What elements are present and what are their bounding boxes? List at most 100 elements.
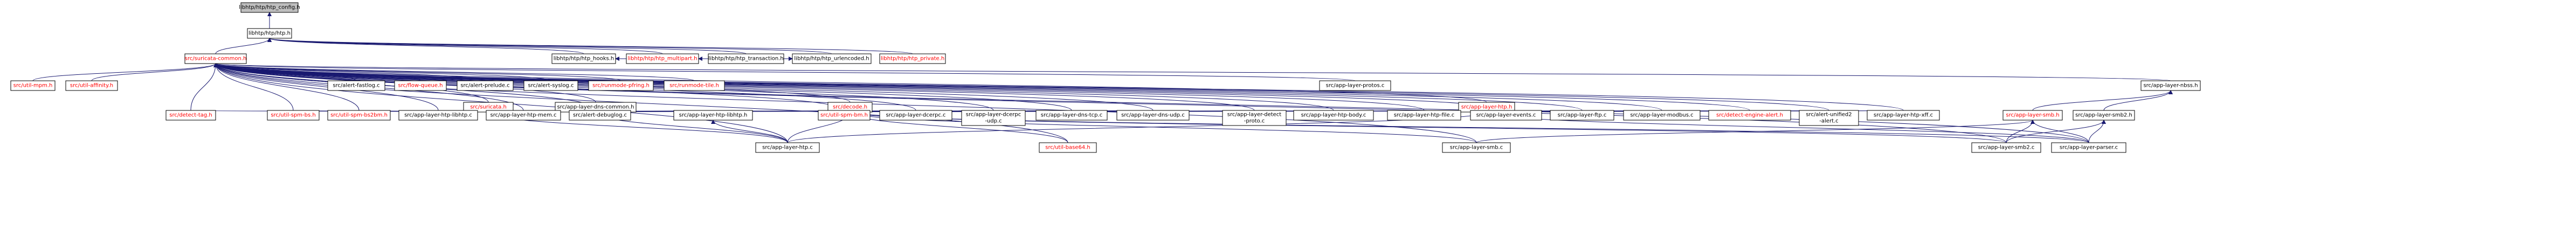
node-box: [569, 110, 631, 121]
node-label-line: -proto.c: [1244, 119, 1265, 124]
node-app-layer-smb-c[interactable]: src/app-layer-smb.c: [1442, 142, 1511, 153]
node-runmode-pfring[interactable]: src/runmode-pfring.h: [588, 80, 654, 91]
node-runmode-tile[interactable]: src/runmode-tile.h: [664, 80, 725, 91]
node-label: src/app-layer-smb.h: [2006, 113, 2059, 119]
node-app-layer-events[interactable]: src/app-layer-events.c: [1470, 110, 1542, 121]
node-label: libhtp/htp/htp_transaction.h: [708, 56, 783, 62]
node-box: [1708, 110, 1791, 121]
node-label: src/suricata-common.h: [185, 56, 247, 62]
node-app-layer-modbus[interactable]: src/app-layer-modbus.c: [1623, 110, 1701, 121]
node-app-layer-detect-proto[interactable]: src/app-layer-detect-proto.c: [1222, 110, 1287, 126]
node-box: [961, 110, 1026, 126]
node-label: src/app-layer-htp-libhtp.h: [679, 113, 748, 119]
node-util-affinity[interactable]: src/util-affinity.h: [65, 80, 118, 91]
node-box: [1550, 110, 1614, 121]
node-label: src/app-layer-dns-common.h: [557, 104, 634, 110]
node-box: [1116, 110, 1190, 121]
node-app-layer-protos[interactable]: src/app-layer-protos.c: [1319, 80, 1391, 91]
node-box: [664, 80, 725, 91]
node-label: libhtp/htp/htp_private.h: [881, 56, 944, 62]
node-app-layer-ftp[interactable]: src/app-layer-ftp.c: [1550, 110, 1614, 121]
node-app-layer-dns-udp[interactable]: src/app-layer-dns-udp.c: [1116, 110, 1190, 121]
node-label: src/app-layer-htp.h: [1461, 104, 1513, 110]
node-box: [755, 142, 820, 153]
node-app-layer-smb2[interactable]: src/app-layer-smb2.h: [2073, 110, 2135, 121]
node-alert-syslog[interactable]: src/alert-syslog.c: [523, 80, 578, 91]
node-app-layer-nbss[interactable]: src/app-layer-nbss.h: [2140, 80, 2201, 91]
node-app-layer-parser[interactable]: src/app-layer-parser.c: [2051, 142, 2126, 153]
node-app-layer-dcerpc[interactable]: src/app-layer-dcerpc.c: [879, 110, 952, 121]
node-label-line: src/alert-unified2: [1806, 112, 1852, 118]
node-app-layer-htp-xff[interactable]: src/app-layer-htp-xff.c: [1867, 110, 1940, 121]
node-app-layer-dcerpc-udp[interactable]: src/app-layer-dcerpc-udp.c: [961, 110, 1026, 126]
node-util-spm-bs[interactable]: src/util-spm-bs.h: [267, 110, 320, 121]
node-util-spm-bs2bm[interactable]: src/util-spm-bs2bm.h: [327, 110, 391, 121]
node-label: src/app-layer-ftp.c: [1558, 113, 1607, 119]
node-alert-unified2[interactable]: src/alert-unified2-alert.c: [1799, 110, 1859, 126]
node-alert-debuglog[interactable]: src/alert-debuglog.c: [569, 110, 631, 121]
edge-runmode_pfring-to-suricata_common: [213, 63, 621, 81]
node-util-base64[interactable]: src/util-base64.h: [1039, 142, 1097, 153]
node-label: src/app-layer-dcerpc.c: [886, 113, 945, 119]
edge-app_layer_htp_c-to-app_layer_htp_libhtp_h: [711, 120, 788, 143]
node-label: src/app-layer-htp-xff.c: [1874, 113, 1933, 119]
node-app-layer-htp-libhtp-h[interactable]: src/app-layer-htp-libhtp.h: [673, 110, 753, 121]
node-box: [10, 80, 56, 91]
edge-suricata_common-to-htp: [215, 38, 272, 54]
node-htp[interactable]: libhtp/htp/htp.h: [247, 28, 292, 39]
node-label: libhtp/htp/htp.h: [248, 31, 291, 37]
node-htp-multipart[interactable]: libhtp/htp/htp_multipart.h: [626, 53, 699, 64]
edge-htp_hooks-to-htp: [267, 38, 584, 54]
node-box: [327, 80, 385, 91]
edge-htp_urlencoded-to-htp: [267, 38, 832, 54]
node-box: [1442, 142, 1511, 153]
node-app-layer-smb[interactable]: src/app-layer-smb.h: [2002, 110, 2063, 121]
node-detect-tag[interactable]: src/detect-tag.h: [165, 110, 216, 121]
node-box: [1470, 110, 1542, 121]
node-app-layer-smb2-c[interactable]: src/app-layer-smb2.c: [1971, 142, 2041, 153]
node-decode[interactable]: src/decode.h: [827, 102, 873, 113]
node-label: src/app-layer-htp-file.c: [1394, 113, 1455, 119]
edge-detect_engine_alert-to-suricata_common: [213, 63, 1750, 111]
edge-util_affinity-to-suricata_common: [91, 63, 218, 81]
node-flow-queue[interactable]: src/flow-queue.h: [394, 80, 447, 91]
node-detect-engine-alert[interactable]: src/detect-engine-alert.h: [1708, 110, 1791, 121]
edge-detect_tag-to-suricata_common: [190, 63, 218, 111]
node-htp-transaction[interactable]: libhtp/htp/htp_transaction.h: [708, 53, 784, 64]
node-box: [184, 53, 247, 64]
edge-app_layer_parser-to-app_layer_smb: [2031, 120, 2089, 143]
node-box: [1799, 110, 1859, 126]
node-htp-config[interactable]: libhtp/htp/htp_config.h: [239, 2, 300, 13]
node-htp-hooks[interactable]: libhtp/htp/htp_hooks.h: [551, 53, 616, 64]
node-app-layer-htp-body[interactable]: src/app-layer-htp-body.c: [1293, 110, 1374, 121]
node-suricata-common[interactable]: src/suricata-common.h: [184, 53, 247, 64]
node-util-mpm[interactable]: src/util-mpm.h: [10, 80, 56, 91]
node-label: src/app-layer-protos.c: [1326, 83, 1385, 89]
node-app-layer-htp-mem[interactable]: src/app-layer-htp-mem.c: [486, 110, 561, 121]
node-label: src/detect-engine-alert.h: [1716, 113, 1783, 119]
node-box: [879, 110, 952, 121]
node-label: libhtp/htp/htp_hooks.h: [554, 56, 614, 62]
node-label: src/util-spm-bs.h: [271, 113, 315, 119]
node-htp-private[interactable]: libhtp/htp/htp_private.h: [879, 53, 946, 64]
edge-app_layer_modbus-to-suricata_common: [213, 63, 1662, 111]
node-box: [457, 80, 514, 91]
node-alert-prelude[interactable]: src/alert-prelude.c: [457, 80, 514, 91]
node-label: libhtp/htp/htp_config.h: [239, 5, 300, 11]
edge-htp_private-to-htp: [267, 38, 913, 54]
node-htp-urlencoded[interactable]: libhtp/htp/htp_urlencoded.h: [792, 53, 872, 64]
edge-app_layer_htp-to-suricata_common: [213, 63, 1487, 103]
node-label: src/decode.h: [833, 104, 867, 110]
node-alert-fastlog[interactable]: src/alert-fastlog.c: [327, 80, 385, 91]
node-app-layer-htp-libhtp[interactable]: src/app-layer-htp-libhtp.c: [398, 110, 478, 121]
node-app-layer-htp-file[interactable]: src/app-layer-htp-file.c: [1387, 110, 1461, 121]
node-label: src/suricata.h: [470, 104, 507, 110]
node-app-layer-dns-tcp[interactable]: src/app-layer-dns-tcp.c: [1035, 110, 1108, 121]
node-label: src/app-layer-dns-udp.c: [1121, 113, 1185, 119]
node-box: [1971, 142, 2041, 153]
node-util-spm-bm[interactable]: src/util-spm-bm.h: [818, 110, 871, 121]
node-box: [327, 110, 391, 121]
node-app-layer-htp-c[interactable]: src/app-layer-htp.c: [755, 142, 820, 153]
node-box: [398, 110, 478, 121]
